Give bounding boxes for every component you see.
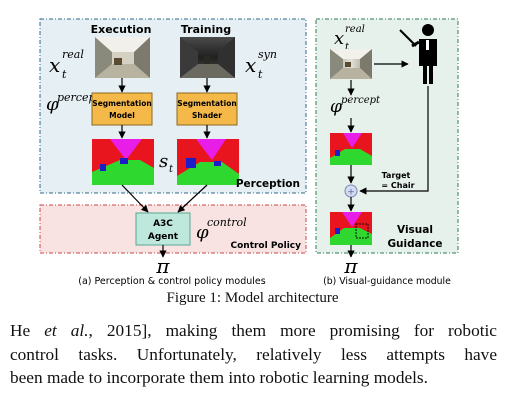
phi-percept-symbol-right: φ percept	[330, 95, 381, 117]
perception-label: Perception	[236, 178, 300, 190]
svg-text:Model: Model	[109, 111, 135, 120]
svg-text:Agent: Agent	[148, 232, 179, 242]
guided-segmentation-output	[330, 212, 372, 245]
svg-text:t: t	[62, 68, 67, 81]
body-paragraph: He et al., 2015], making them more promi…	[10, 319, 497, 390]
svg-text:percept: percept	[57, 91, 101, 104]
segmentation-output-syn	[177, 139, 239, 185]
combine-node: +	[344, 184, 358, 198]
svg-text:+: +	[347, 188, 355, 198]
visual-guidance-label-1: Visual	[397, 224, 433, 236]
svg-text:percept: percept	[341, 95, 381, 106]
svg-text:s: s	[159, 151, 168, 172]
execution-label: Execution	[91, 23, 152, 36]
body-line-2: control tasks. Unfortunately, relatively…	[10, 344, 497, 364]
pi-left: π	[155, 254, 170, 278]
svg-text:syn: syn	[258, 48, 277, 61]
svg-text:φ: φ	[330, 97, 342, 117]
model-architecture-figure: Execution Training x real t x syn t φ pe…	[39, 18, 459, 287]
svg-text:φ: φ	[46, 94, 59, 115]
pi-right: π	[343, 254, 358, 278]
svg-text:t: t	[345, 42, 350, 53]
subcaption-b: (b) Visual-guidance module	[323, 276, 451, 287]
svg-text:Segmentation: Segmentation	[92, 99, 151, 108]
phi-control-symbol: φ control	[196, 216, 247, 243]
x-real-symbol-right: x real t	[334, 24, 365, 53]
synthetic-render-image	[180, 37, 235, 78]
control-policy-label: Control Policy	[231, 241, 302, 251]
segmentation-output-right	[330, 133, 372, 165]
target-value-label: = Chair	[381, 181, 414, 190]
x-real-symbol: x real t	[49, 48, 84, 81]
segmentation-output-real	[92, 139, 154, 185]
x-syn-symbol: x syn t	[245, 48, 277, 81]
body-line-3: been made to incorporate them into robot…	[10, 368, 428, 387]
subcaption-a: (a) Perception & control policy modules	[78, 276, 265, 287]
et-al-italic: et al.	[44, 321, 89, 340]
svg-text:t: t	[169, 164, 174, 175]
perception-panel	[39, 18, 307, 194]
svg-text:x: x	[334, 28, 344, 49]
svg-text:control: control	[207, 216, 247, 229]
instructor-pointer-icon	[399, 24, 437, 84]
svg-text:real: real	[62, 48, 84, 61]
svg-text:t: t	[258, 68, 263, 81]
a3c-agent-box: A3C Agent	[135, 212, 191, 246]
svg-text:Segmentation: Segmentation	[177, 99, 236, 108]
figure-caption: Figure 1: Model architecture	[166, 290, 339, 306]
s-t-symbol: s t	[159, 151, 174, 175]
target-label: Target	[382, 171, 411, 180]
svg-text:Shader: Shader	[192, 111, 222, 120]
svg-text:A3C: A3C	[153, 219, 173, 229]
real-camera-image-right	[330, 49, 372, 79]
real-camera-image	[95, 37, 150, 78]
phi-percept-symbol: φ percept	[46, 91, 101, 115]
body-line-1: He et al., 2015], making them more promi…	[10, 321, 497, 340]
svg-text:x: x	[49, 53, 60, 77]
visual-guidance-label-2: Guidance	[387, 238, 442, 250]
svg-text:φ: φ	[196, 222, 209, 243]
training-label: Training	[181, 23, 231, 36]
svg-text:x: x	[245, 53, 256, 77]
svg-text:real: real	[345, 24, 365, 35]
segmentation-shader-box: Segmentation Shader	[176, 92, 238, 126]
segmentation-model-box: Segmentation Model	[91, 92, 153, 126]
